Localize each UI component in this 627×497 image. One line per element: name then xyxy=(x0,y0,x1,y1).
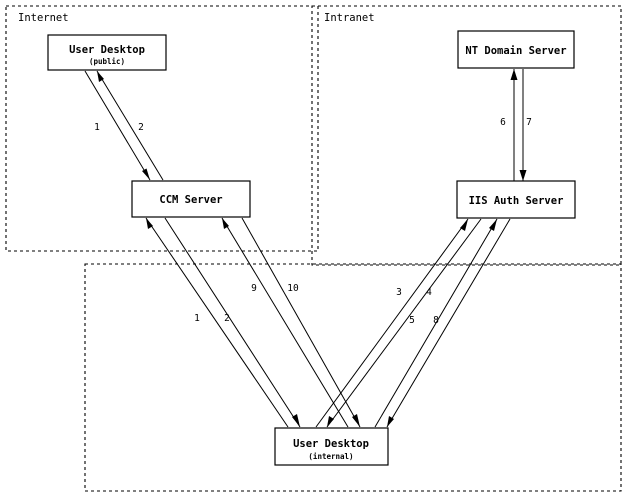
node-user-desktop-internal-box[interactable] xyxy=(274,427,389,466)
node-user-desktop-public-title: User Desktop xyxy=(69,44,145,56)
node-user-desktop-public-subtitle: (public) xyxy=(89,57,125,66)
node-user-desktop-public[interactable]: User Desktop (public) xyxy=(47,34,167,71)
flow-pair-internal-iis-58: 5 8 xyxy=(374,218,511,428)
flow-6-label: 6 xyxy=(500,117,506,128)
zone-intranet: Intranet xyxy=(311,5,622,266)
zone-intranet-border xyxy=(311,5,622,266)
flow-pair-internal-ccm-12: 1 2 xyxy=(145,217,301,428)
flow-5-line xyxy=(374,218,498,428)
flow-8-line xyxy=(386,218,511,428)
zone-internet-label: Internet xyxy=(18,12,69,24)
flow-2-public-label: 2 xyxy=(138,122,144,133)
flow-7-arrowhead xyxy=(519,170,527,181)
flow-5-label: 5 xyxy=(409,315,415,326)
flow-pair-internal-iis-34: 3 4 xyxy=(315,218,482,428)
zone-internal-border xyxy=(84,263,622,492)
flow-3-line xyxy=(315,218,469,428)
zone-internet-border xyxy=(5,5,319,252)
node-user-desktop-public-box[interactable] xyxy=(47,34,167,71)
flow-1-internal-label: 1 xyxy=(194,313,200,324)
flow-2-public-line xyxy=(96,70,164,181)
flow-4-label: 4 xyxy=(426,287,432,298)
flow-10-label: 10 xyxy=(287,283,299,294)
flow-4-line xyxy=(326,218,482,428)
flow-9-label: 9 xyxy=(251,283,257,294)
node-iis-auth-server-title: IIS Auth Server xyxy=(469,195,564,207)
node-ccm-server-title: CCM Server xyxy=(159,194,222,206)
zone-intranet-label: Intranet xyxy=(324,12,375,24)
flow-3-arrowhead xyxy=(460,219,468,231)
flow-9-line xyxy=(221,217,349,428)
flow-10-line xyxy=(241,217,361,428)
flow-4-arrowhead xyxy=(327,416,334,427)
zone-internet: Internet xyxy=(5,5,319,252)
flow-2-internal-line xyxy=(164,217,301,428)
node-iis-auth-server[interactable]: IIS Auth Server xyxy=(456,180,576,219)
flow-6-arrowhead xyxy=(510,69,518,80)
zone-internal xyxy=(84,263,622,492)
node-iis-auth-server-box[interactable] xyxy=(456,180,576,219)
flow-9-arrowhead xyxy=(222,218,229,229)
flow-1-internal-line xyxy=(145,217,289,428)
node-user-desktop-internal-title: User Desktop xyxy=(293,438,369,450)
flow-8-label: 8 xyxy=(433,315,439,326)
flow-5-arrowhead xyxy=(489,219,497,231)
flow-1-internal-arrowhead xyxy=(146,218,153,229)
node-ccm-server[interactable]: CCM Server xyxy=(131,180,251,218)
flow-2-internal-label: 2 xyxy=(224,313,230,324)
flow-8-arrowhead xyxy=(387,416,394,427)
flow-2-internal-arrowhead xyxy=(292,414,300,427)
flow-1-public-line xyxy=(84,70,151,181)
flow-7-label: 7 xyxy=(526,117,532,128)
flow-10-arrowhead xyxy=(352,414,360,427)
node-nt-domain-server-title: NT Domain Server xyxy=(465,45,566,57)
flow-pair-public-ccm: 1 2 xyxy=(84,70,164,181)
flow-2-public-arrowhead xyxy=(97,71,104,82)
node-user-desktop-internal[interactable]: User Desktop (internal) xyxy=(274,427,389,466)
flow-1-public-arrowhead xyxy=(142,168,150,180)
flow-pair-iis-nt: 6 7 xyxy=(500,69,532,181)
flow-1-public-label: 1 xyxy=(94,122,100,133)
node-ccm-server-box[interactable] xyxy=(131,180,251,218)
node-nt-domain-server-box[interactable] xyxy=(457,30,575,69)
flow-pair-internal-ccm-910: 9 10 xyxy=(221,217,361,428)
node-user-desktop-internal-subtitle: (internal) xyxy=(308,452,353,461)
flow-3-label: 3 xyxy=(396,287,402,298)
node-nt-domain-server[interactable]: NT Domain Server xyxy=(457,30,575,69)
